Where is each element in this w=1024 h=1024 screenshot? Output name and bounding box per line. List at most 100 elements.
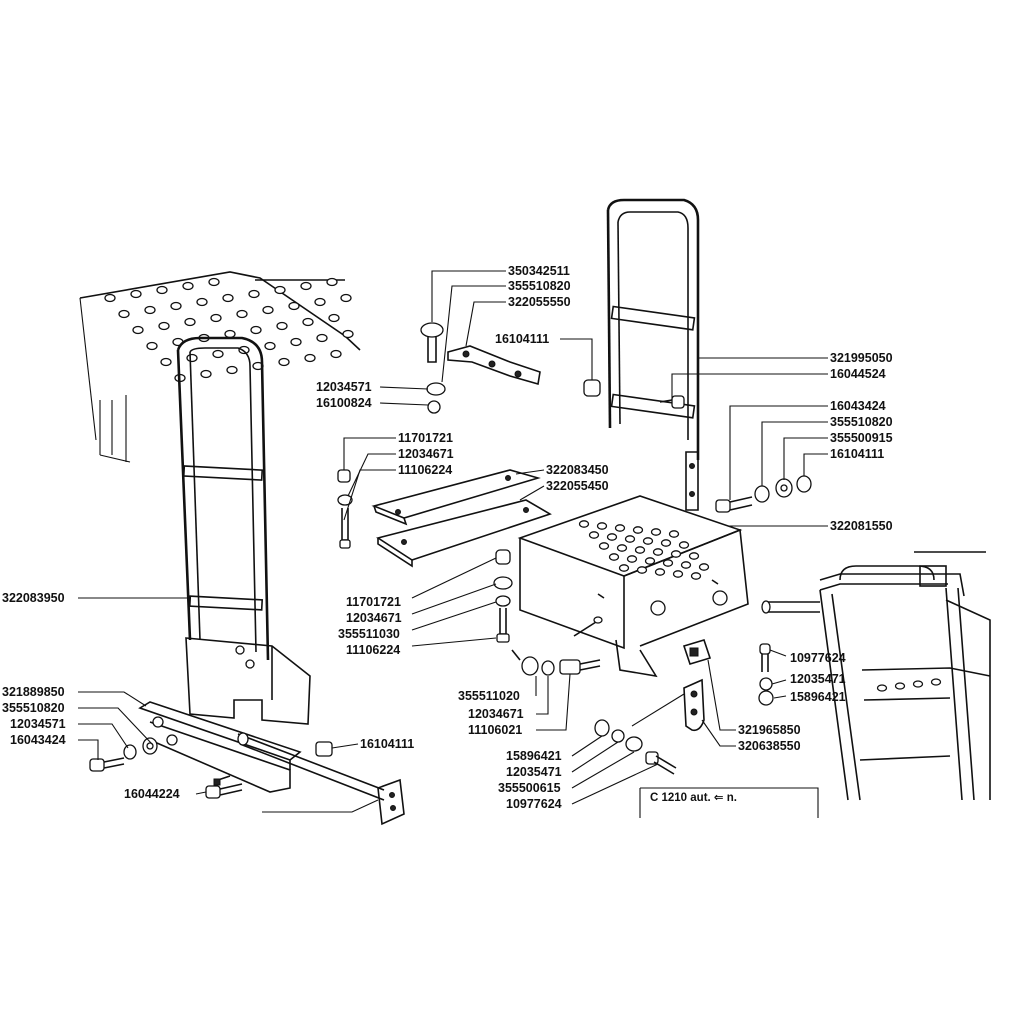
platform-hole xyxy=(250,325,262,335)
box-hole xyxy=(662,559,674,567)
platform-hole xyxy=(236,309,248,319)
top-bolt-assembly xyxy=(420,322,601,414)
assembled-view-hole xyxy=(894,682,906,690)
box-hole xyxy=(596,522,608,530)
label-12035471-bottom: 12035471 xyxy=(506,765,562,779)
label-16104111-bottom: 16104111 xyxy=(360,737,414,751)
label-15896421-right: 15896421 xyxy=(790,690,846,704)
platform-hole xyxy=(170,301,182,311)
right-fasteners xyxy=(715,475,812,706)
right-ladder xyxy=(606,198,700,511)
label-355511020: 355511020 xyxy=(458,689,520,703)
platform-hole xyxy=(328,313,340,323)
label-15896421-bottom: 15896421 xyxy=(506,749,562,763)
box-hole xyxy=(588,531,600,539)
box-hole xyxy=(654,568,666,576)
platform-hole xyxy=(144,305,156,315)
platform-hole xyxy=(262,305,274,315)
platform-hole xyxy=(212,349,224,359)
box-hole xyxy=(650,528,662,536)
right-brackets xyxy=(594,639,712,775)
platform-hole xyxy=(326,277,338,287)
box-hole xyxy=(598,542,610,550)
label-321965850: 321965850 xyxy=(738,723,801,737)
label-355510820-top: 355510820 xyxy=(508,279,571,293)
model-note: C 1210 aut. ⇐ n. xyxy=(650,792,737,804)
label-16104111-right: 16104111 xyxy=(830,447,884,461)
step-box-holes xyxy=(578,520,710,580)
platform-hole xyxy=(158,321,170,331)
label-11106224-mid: 11106224 xyxy=(346,643,400,657)
box-hole xyxy=(616,544,628,552)
platform-hole xyxy=(316,333,328,343)
platform-hole xyxy=(226,365,238,375)
platform-hole xyxy=(196,297,208,307)
label-350342511: 350342511 xyxy=(508,264,570,278)
box-hole xyxy=(642,537,654,545)
label-12035471-right: 12035471 xyxy=(790,672,846,686)
label-355500615: 355500615 xyxy=(498,781,561,795)
platform-hole xyxy=(186,353,198,363)
lower-middle-fasteners xyxy=(511,616,603,676)
box-hole xyxy=(688,552,700,560)
perforated-platform xyxy=(79,271,361,463)
box-hole xyxy=(660,539,672,547)
box-hole xyxy=(626,555,638,563)
channel-bracket xyxy=(138,701,302,793)
middle-nut-bolt-stack xyxy=(493,549,513,643)
platform-hole xyxy=(104,293,116,303)
box-hole xyxy=(634,546,646,554)
platform-hole xyxy=(208,277,220,287)
label-10977624-bottom: 10977624 xyxy=(506,797,562,811)
box-hole xyxy=(606,533,618,541)
box-hole xyxy=(618,564,630,572)
label-320638550: 320638550 xyxy=(738,739,801,753)
box-hole xyxy=(670,550,682,558)
box-hole xyxy=(624,535,636,543)
label-16104111-top: 16104111 xyxy=(495,332,549,346)
label-355511030: 355511030 xyxy=(338,627,400,641)
label-12034671-top: 12034671 xyxy=(398,447,454,461)
platform-hole xyxy=(222,293,234,303)
platform-hole xyxy=(156,285,168,295)
box-hole xyxy=(636,566,648,574)
platform-hole xyxy=(274,285,286,295)
label-11106021: 11106021 xyxy=(468,723,522,737)
platform-hole xyxy=(118,309,130,319)
platform-hole xyxy=(340,293,352,303)
label-16044524: 16044524 xyxy=(830,367,886,381)
assembled-ladder-view xyxy=(761,551,991,801)
label-11701721-mid: 11701721 xyxy=(346,595,401,609)
leader-lines xyxy=(78,270,828,818)
platform-hole xyxy=(184,317,196,327)
box-hole xyxy=(614,524,626,532)
box-hole xyxy=(680,561,692,569)
platform-hole xyxy=(146,341,158,351)
platform-hole xyxy=(238,345,250,355)
label-12034571-top: 12034571 xyxy=(316,380,372,394)
platform-hole xyxy=(314,297,326,307)
left-nut-bolt-stack xyxy=(337,469,353,549)
label-10977624-right: 10977624 xyxy=(790,651,846,665)
assembled-view-hole xyxy=(930,678,942,686)
platform-hole xyxy=(132,325,144,335)
bottom-left-fasteners xyxy=(89,737,333,799)
box-hole xyxy=(644,557,656,565)
label-355500915: 355500915 xyxy=(830,431,893,445)
platform-holes xyxy=(104,277,354,383)
box-hole xyxy=(690,572,702,580)
label-12034571-left: 12034571 xyxy=(10,717,66,731)
box-hole xyxy=(652,548,664,556)
label-16100824: 16100824 xyxy=(316,396,372,410)
label-12034671-mid: 12034671 xyxy=(346,611,402,625)
label-321995050: 321995050 xyxy=(830,351,893,365)
label-11106224-top: 11106224 xyxy=(398,463,452,477)
platform-hole xyxy=(288,301,300,311)
platform-hole xyxy=(330,349,342,359)
box-hole xyxy=(608,553,620,561)
label-322083950: 322083950 xyxy=(2,591,65,605)
platform-hole xyxy=(160,357,172,367)
platform-hole xyxy=(278,357,290,367)
